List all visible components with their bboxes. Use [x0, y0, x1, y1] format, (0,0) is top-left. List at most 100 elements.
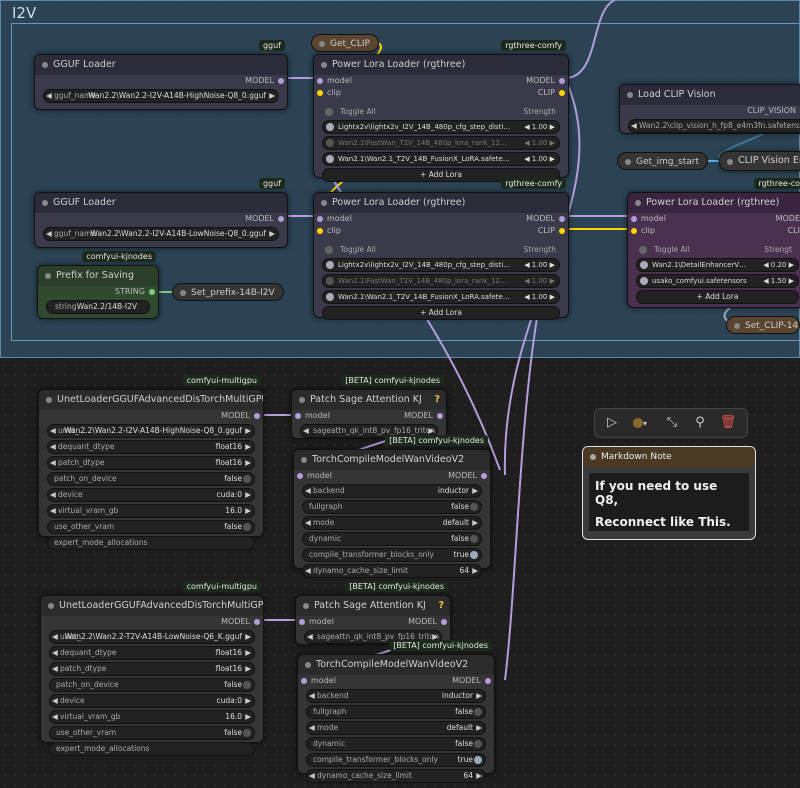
arrow-left-icon[interactable]: ◀ [52, 696, 58, 705]
toggle-switch[interactable] [470, 535, 478, 543]
arrow-left-icon[interactable]: ◀ [46, 91, 52, 100]
lora-toggle[interactable] [326, 123, 334, 131]
node-title[interactable]: UnetLoaderGGUFAdvancedDisTorchMultiGPU [41, 596, 263, 616]
node-title[interactable]: Load CLIP Vision [620, 85, 800, 105]
model-input-dot[interactable] [297, 473, 303, 479]
toggle-switch[interactable] [474, 740, 482, 748]
output-model[interactable]: MODEL [39, 410, 263, 422]
lora-toggle[interactable] [326, 277, 334, 285]
lora-strength[interactable]: ◀ 1.00 ▶ [524, 261, 555, 269]
power-lora-loader-3-node[interactable]: rgthree-co Power Lora Loader (rgthree) m… [627, 178, 800, 308]
lora-toggle[interactable] [640, 261, 648, 269]
model-output-dot[interactable] [441, 619, 447, 625]
model-output-dot[interactable] [559, 216, 565, 222]
load-clip-vision-node[interactable]: Load CLIP Vision CLIP_VISION ◀Wan2.2\cli… [619, 84, 800, 134]
get-clip-node[interactable]: Get_CLIP [311, 34, 379, 52]
clip-vision-encode-node[interactable]: CLIP Vision Enco [719, 151, 800, 171]
arrow-right-icon[interactable]: ▶ [269, 229, 275, 238]
node-title[interactable]: GGUF Loader [35, 193, 287, 213]
help-icon[interactable]: ? [434, 394, 440, 405]
arrow-right-icon[interactable]: ▶ [245, 696, 251, 705]
toggle-all-switch[interactable] [639, 246, 647, 254]
string-output-dot[interactable] [149, 289, 155, 295]
unet-loader-1-node[interactable]: comfyui-multigpu UnetLoaderGGUFAdvancedD… [38, 375, 264, 550]
lora-toggle[interactable] [326, 155, 334, 163]
lora-row[interactable]: Wan2.1\DetailEnhancerV1.safetens◀ 0.20 ▶ [636, 258, 799, 272]
arrow-left-icon[interactable]: ◀ [50, 442, 56, 451]
model-input-dot[interactable] [317, 78, 323, 84]
lora-strength[interactable]: ◀ 1.50 ▶ [763, 277, 794, 285]
add-lora-button[interactable]: + Add Lora [322, 168, 560, 182]
model-output-dot[interactable] [437, 413, 443, 419]
model-output-dot[interactable] [278, 78, 284, 84]
lora-strength[interactable]: ◀ 0.20 ▶ [763, 261, 794, 269]
lora-row[interactable]: Wan2.1\Wan2.1_T2V_14B_FusionX_LoRA.safet… [322, 152, 560, 166]
node-title[interactable]: Power Lora Loader (rgthree) [314, 193, 568, 213]
output-string[interactable]: STRING [38, 286, 158, 298]
model-input-dot[interactable] [631, 216, 637, 222]
arrow-left-icon[interactable]: ◀ [50, 458, 56, 467]
clip-input-dot[interactable] [317, 90, 323, 96]
add-lora-button[interactable]: + Add Lora [636, 290, 799, 304]
arrow-left-icon[interactable]: ◀ [52, 712, 58, 721]
clip-name-combo[interactable]: ◀Wan2.2\clip_vision_h_fp8_e4m3fn.safeten… [628, 119, 800, 133]
arrow-right-icon[interactable]: ▶ [245, 648, 251, 657]
output-model[interactable]: MODEL [35, 213, 287, 225]
node-title[interactable]: GGUF Loader [35, 55, 287, 75]
arrow-right-icon[interactable]: ▶ [476, 771, 482, 780]
arrow-left-icon[interactable]: ◀ [305, 566, 311, 575]
arrow-left-icon[interactable]: ◀ [50, 490, 56, 499]
prefix-for-saving-node[interactable]: comfyui-kjnodes Prefix for Saving STRING… [37, 251, 159, 319]
output-model[interactable]: MODEL [35, 75, 287, 87]
output-model[interactable]: MODEL [41, 616, 263, 628]
lora-strength[interactable]: ◀ 1.00 ▶ [524, 155, 555, 163]
arrow-right-icon[interactable]: ▶ [245, 490, 251, 499]
arrow-left-icon[interactable]: ◀ [52, 648, 58, 657]
power-lora-loader-2-node[interactable]: rgthree-comfy Power Lora Loader (rgthree… [313, 178, 569, 320]
model-input-dot[interactable] [301, 678, 307, 684]
toggle-switch[interactable] [243, 523, 251, 531]
arrow-left-icon[interactable]: ◀ [46, 229, 52, 238]
lora-row[interactable]: Wan2.1\FastWan_T2V_14B_480p_lora_rank_12… [322, 274, 560, 288]
node-title[interactable]: Markdown Note [583, 447, 755, 467]
toggle-switch[interactable] [470, 503, 478, 511]
set-clip-node[interactable]: Set_CLIP-14B-I [726, 316, 800, 334]
add-lora-button[interactable]: + Add Lora [322, 306, 560, 320]
get-img-start-node[interactable]: Get_img_start [617, 152, 708, 170]
lora-row[interactable]: Wan2.1\FastWan_T2V_14B_480p_lora_rank_12… [322, 136, 560, 150]
bypass-icon[interactable]: ⤡ [666, 415, 678, 430]
expert-mode-allocations-field[interactable]: expert_mode_allocations [49, 742, 255, 756]
node-title[interactable]: Prefix for Saving [38, 266, 158, 286]
model-output-dot[interactable] [254, 413, 260, 419]
patch-sage-attention-2-node[interactable]: [BETA] comfyui-kjnodes Patch Sage Attent… [295, 581, 451, 645]
lora-toggle[interactable] [326, 293, 334, 301]
lora-strength[interactable]: ◀ 1.00 ▶ [524, 139, 555, 147]
patch-sage-attention-1-node[interactable]: [BETA] comfyui-kjnodes Patch Sage Attent… [291, 375, 447, 439]
model-input-dot[interactable] [317, 216, 323, 222]
arrow-right-icon[interactable]: ▶ [476, 691, 482, 700]
toggle-switch[interactable] [470, 551, 478, 559]
play-icon[interactable]: ▷ [607, 415, 617, 430]
lora-row[interactable]: Lightx2v\lightx2v_I2V_14B_480p_cfg_step_… [322, 258, 560, 272]
